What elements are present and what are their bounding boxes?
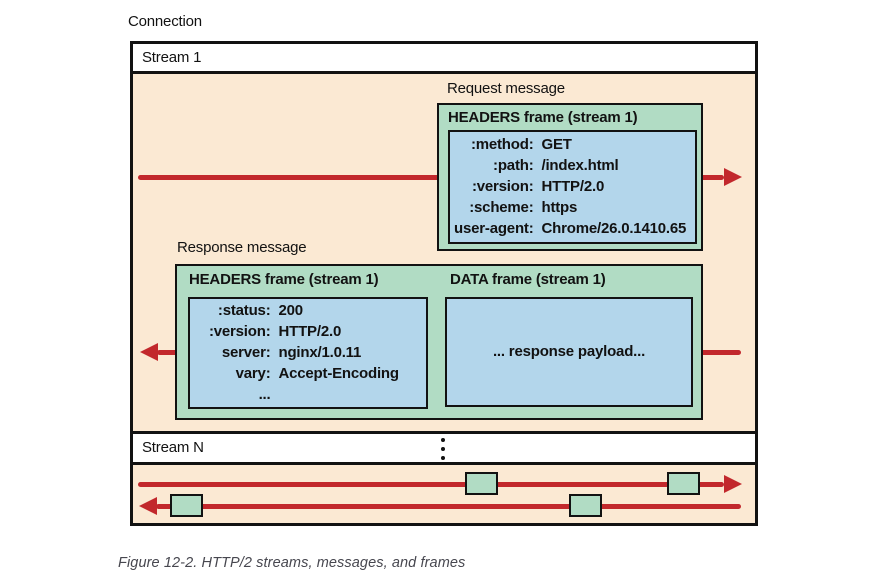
stream-1-label: Stream 1 [142, 49, 202, 66]
request-arrow-right-icon [724, 168, 742, 186]
response-data-payload-box: ... response payload... [445, 296, 693, 407]
response-data-frame-title: DATA frame (stream 1) [450, 271, 606, 288]
frame-chip [667, 472, 700, 495]
header-field-value: Accept-Encoding [278, 364, 400, 382]
header-field-row: ... [190, 384, 426, 405]
header-field-row: :version: HTTP/2.0 [190, 321, 426, 342]
response-message-frame: HEADERS frame (stream 1) DATA frame (str… [175, 264, 703, 420]
request-headers-payload-box: :method: GET :path: /index.html :version… [447, 129, 697, 244]
header-field-key: :method: [470, 135, 534, 153]
header-field-value: /index.html [541, 156, 619, 174]
header-field-row: :scheme: https [450, 197, 695, 218]
frame-chip [465, 472, 498, 495]
header-field-row: :status: 200 [190, 300, 426, 321]
header-field-key: :status: [217, 301, 271, 319]
outbound-arrow-line [138, 481, 724, 487]
header-field-key: :scheme: [469, 198, 534, 216]
header-field-value: Chrome/26.0.1410.65 [541, 219, 687, 237]
stream-n-bar: Stream N [133, 434, 755, 465]
outbound-arrow-right-icon [724, 475, 742, 493]
header-field-key: :version: [208, 322, 271, 340]
response-payload-label: ... response payload... [492, 342, 646, 360]
connection-label: Connection [128, 13, 202, 30]
header-field-row: :path: /index.html [450, 155, 695, 176]
inbound-arrow-left-icon [139, 497, 157, 515]
multiplexed-frames-lane [133, 465, 755, 523]
ellipsis-dot [441, 447, 445, 451]
header-field-value: GET [541, 135, 572, 153]
header-field-row: server: nginx/1.0.11 [190, 342, 426, 363]
response-arrow-left-icon [140, 343, 158, 361]
header-field-row: vary: Accept-Encoding [190, 363, 426, 384]
response-headers-frame-title: HEADERS frame (stream 1) [189, 271, 379, 288]
header-field-row: :version: HTTP/2.0 [450, 176, 695, 197]
header-field-value: 200 [278, 301, 304, 319]
request-headers-frame: HEADERS frame (stream 1) :method: GET :p… [437, 103, 703, 251]
header-field-key: :path: [493, 156, 534, 174]
header-field-value: HTTP/2.0 [541, 177, 605, 195]
stream-1-body: Request message HEADERS frame (stream 1)… [133, 74, 755, 434]
header-field-key: ... [258, 385, 271, 403]
header-field-value: https [541, 198, 578, 216]
connection-box: Stream 1 Request message HEADERS frame (… [130, 41, 758, 526]
response-headers-payload-box: :status: 200 :version: HTTP/2.0 server: … [187, 296, 428, 409]
inbound-arrow-line [156, 503, 741, 509]
response-message-label: Response message [177, 239, 307, 256]
header-field-key: user-agent: [454, 219, 534, 237]
header-field-value: HTTP/2.0 [278, 322, 342, 340]
header-field-key: server: [221, 343, 271, 361]
ellipsis-dot [441, 456, 445, 460]
vertical-ellipsis-icon [441, 438, 445, 460]
frame-chip [569, 494, 602, 517]
header-field-value: nginx/1.0.11 [278, 343, 362, 361]
request-message-label: Request message [447, 80, 565, 97]
header-field-key: :version: [471, 177, 534, 195]
header-field-row: user-agent: Chrome/26.0.1410.65 [450, 218, 695, 239]
stream-1-bar: Stream 1 [133, 44, 755, 74]
figure-caption: Figure 12-2. HTTP/2 streams, messages, a… [118, 555, 466, 571]
header-field-key: vary: [235, 364, 271, 382]
frame-chip [170, 494, 203, 517]
request-headers-frame-title: HEADERS frame (stream 1) [448, 109, 638, 126]
header-field-row: :method: GET [450, 134, 695, 155]
stream-n-label: Stream N [142, 439, 204, 456]
ellipsis-dot [441, 438, 445, 442]
request-arrow-line [138, 174, 724, 180]
